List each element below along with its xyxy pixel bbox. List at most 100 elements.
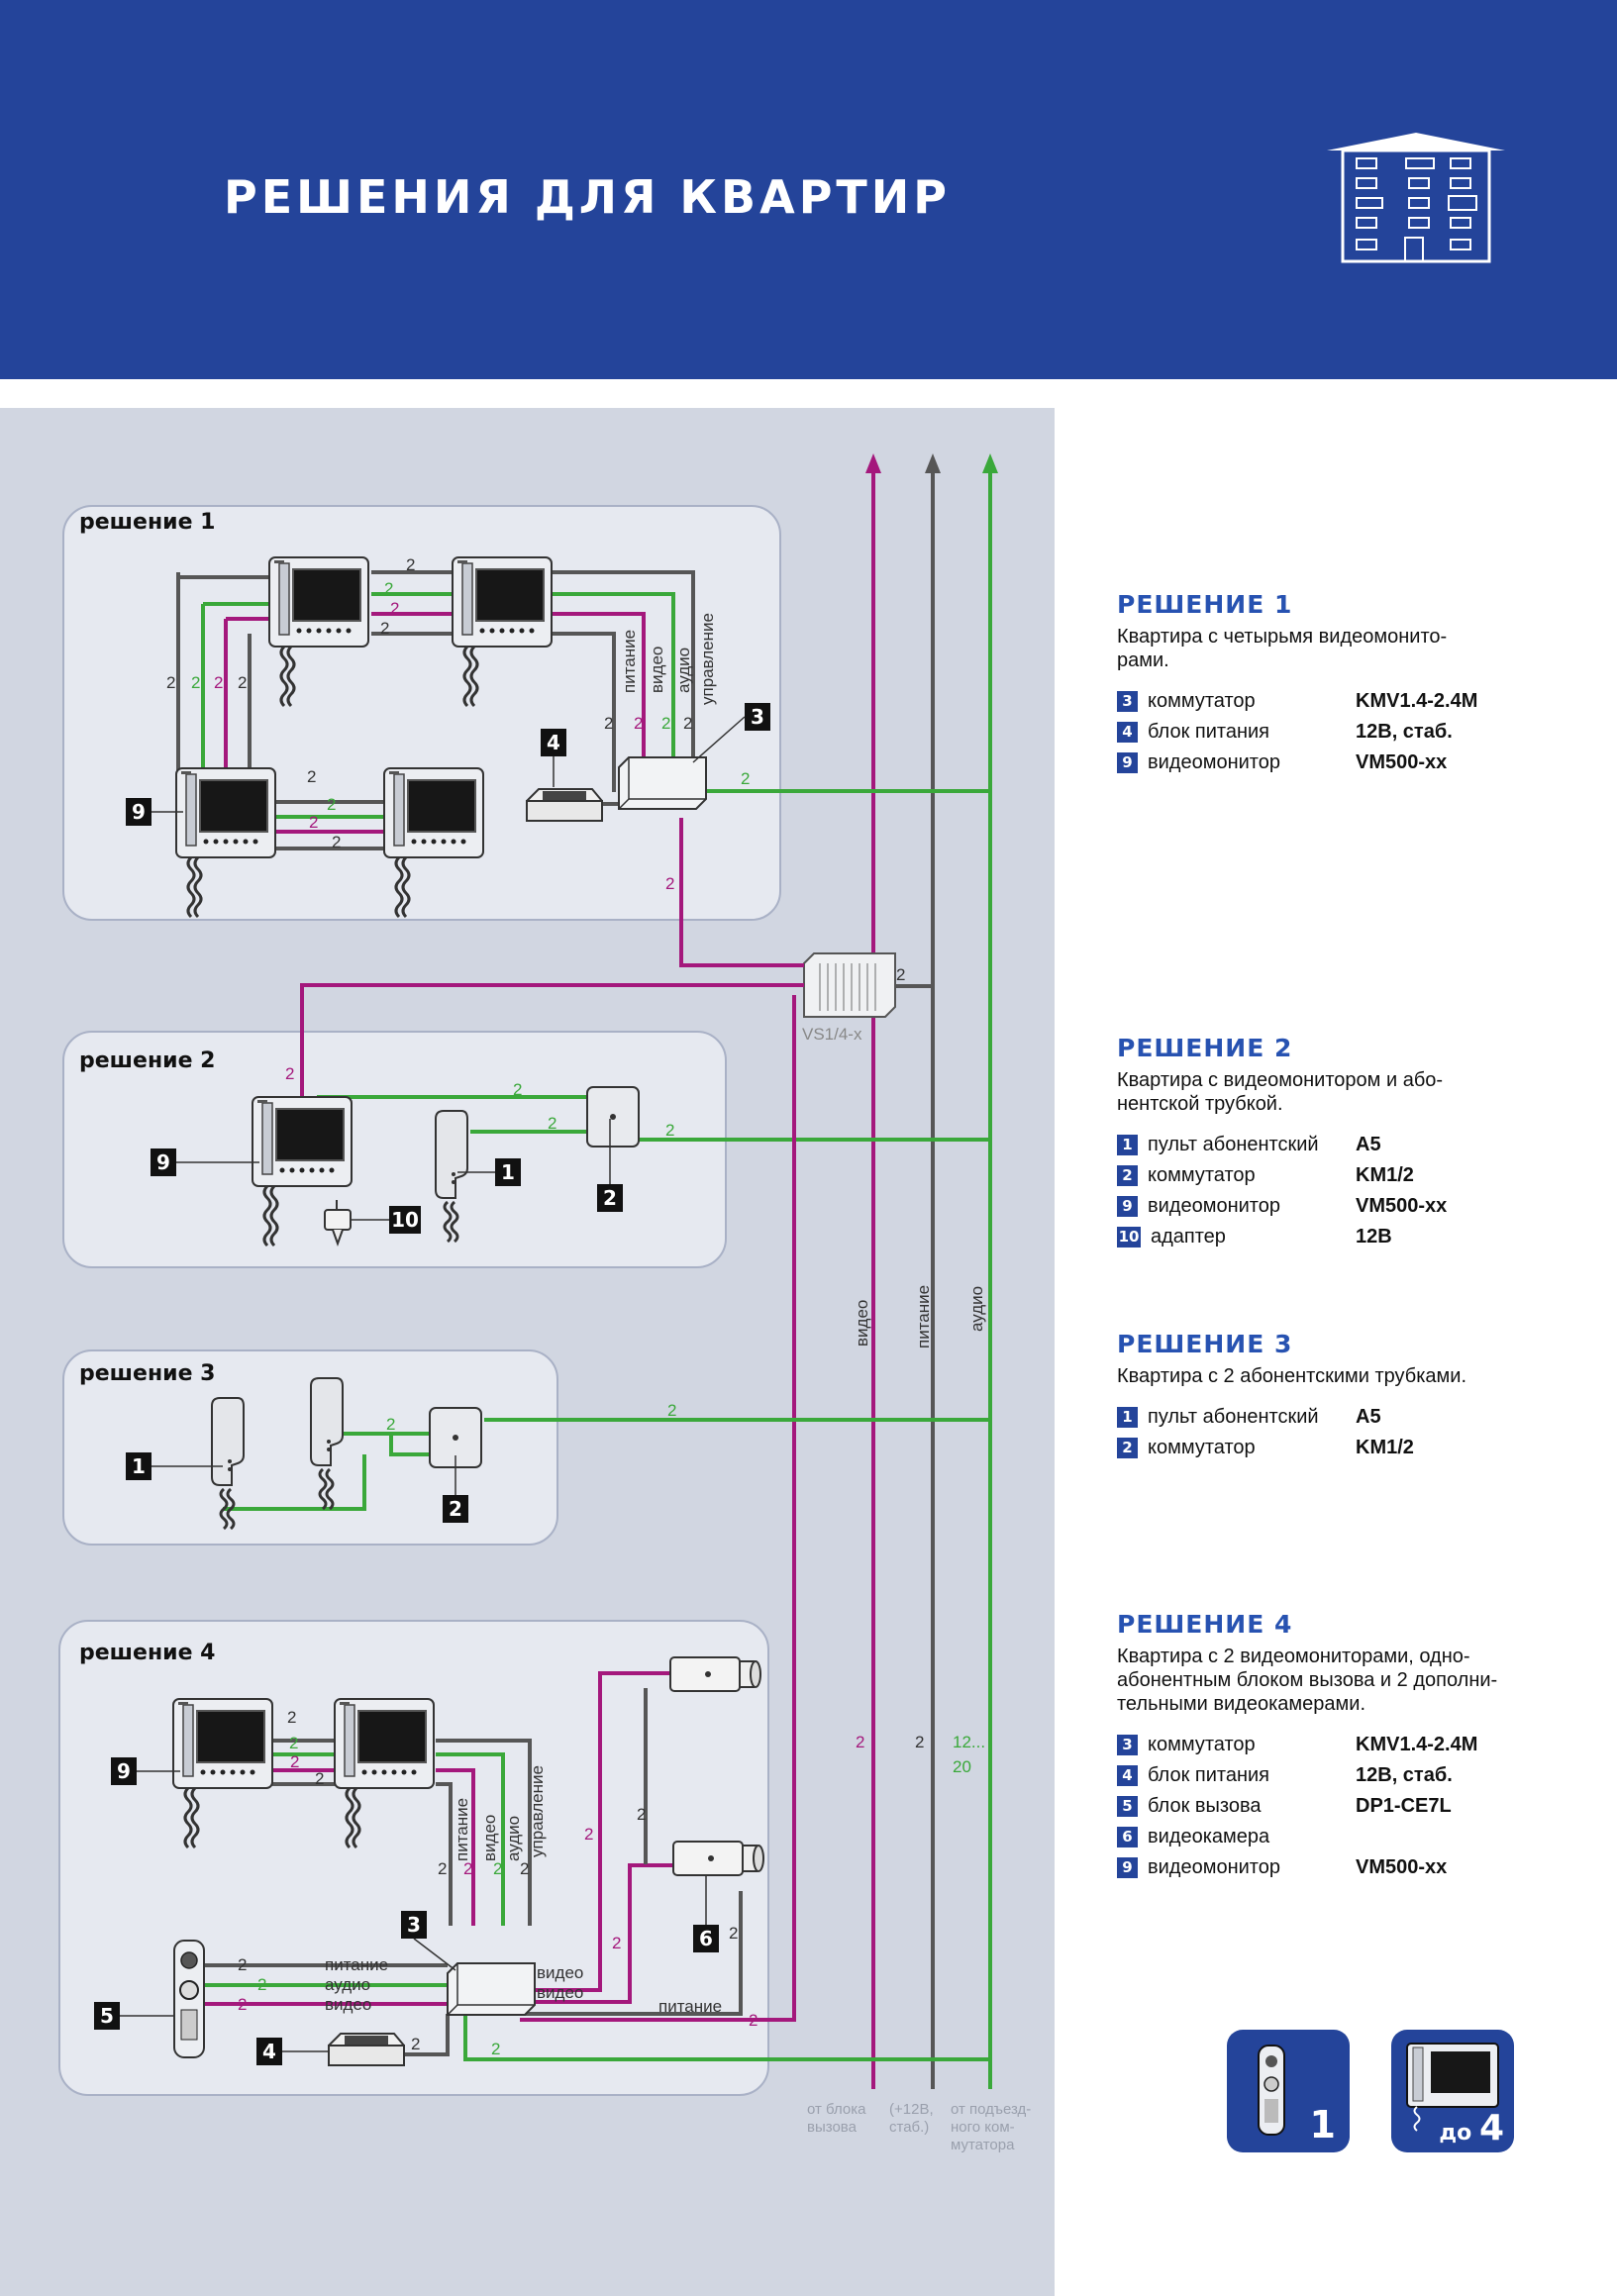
footer-power-2: стаб.) bbox=[889, 2119, 929, 2136]
monitor-count-card: до 4 bbox=[1391, 2030, 1514, 2152]
wire-count: 2 bbox=[238, 1995, 247, 2014]
wire-count: 2 bbox=[667, 1401, 676, 1420]
list-item: 9 видеомонитор VM500-xx bbox=[1117, 1191, 1563, 1222]
s4-bus-audio: аудио bbox=[504, 1816, 523, 1861]
wire-count: 2 bbox=[513, 1080, 522, 1099]
wire-count: 2 bbox=[612, 1934, 621, 1952]
cam-power-label: питание bbox=[658, 1997, 722, 2016]
tag-2-s3: 2 bbox=[443, 1495, 468, 1523]
wire-count: 2 bbox=[438, 1859, 447, 1878]
item-name: коммутатор bbox=[1148, 690, 1256, 712]
wire-count: 2 bbox=[332, 833, 341, 851]
wire-count: 2 bbox=[661, 714, 670, 733]
s1-bus-video: видео bbox=[648, 647, 666, 693]
item-number: 3 bbox=[1117, 691, 1138, 712]
cam-video-label-1: видео bbox=[537, 1963, 583, 1982]
wire-count: 2 bbox=[257, 1975, 266, 1994]
wire-count: 2 bbox=[287, 1708, 296, 1727]
wire-count: 2 bbox=[915, 1733, 924, 1751]
wire-count: 2 bbox=[604, 714, 613, 733]
wire-count: 2 bbox=[214, 673, 223, 692]
wire-count: 2 bbox=[520, 1859, 529, 1878]
item-name: коммутатор bbox=[1148, 1437, 1256, 1458]
item-number: 9 bbox=[1117, 1857, 1138, 1878]
solution-4-description: РЕШЕНИЕ 4 Квартира с 2 видеомониторами, … bbox=[1117, 1610, 1563, 1883]
wire-count: 2 bbox=[856, 1733, 864, 1751]
cam-video-label-2: видео bbox=[537, 1983, 583, 2002]
item-name: блок питания bbox=[1148, 721, 1269, 743]
item-name: пульт абонентский bbox=[1148, 1406, 1319, 1428]
wire-count: 2 bbox=[309, 813, 318, 832]
monitor-icon bbox=[1406, 2043, 1499, 2132]
wire-count: 2 bbox=[238, 673, 247, 692]
page-title: РЕШЕНИЯ ДЛЯ КВАРТИР bbox=[224, 170, 951, 224]
item-number: 3 bbox=[1117, 1735, 1138, 1755]
item-name: видеомонитор bbox=[1148, 1195, 1280, 1217]
wire-count: 2 bbox=[749, 2011, 758, 2030]
solution-4-desc-line2: абонентным блоком вызова и 2 дополни- bbox=[1117, 1669, 1498, 1691]
adapter-icon bbox=[324, 1209, 352, 1247]
wire-count: 2 bbox=[491, 2040, 500, 2058]
item-number: 1 bbox=[1117, 1407, 1138, 1428]
solution-1-description: РЕШЕНИЕ 1 Квартира с четырьмя видеомонит… bbox=[1117, 590, 1563, 778]
tag-10-s2: 10 bbox=[389, 1206, 421, 1234]
wire-count: 2 bbox=[191, 673, 200, 692]
footer-call-1: от блока bbox=[807, 2101, 866, 2118]
wire-count: 2 bbox=[380, 619, 389, 638]
solution-2-heading: РЕШЕНИЕ 2 bbox=[1117, 1034, 1293, 1062]
tag-1-s2: 1 bbox=[495, 1158, 521, 1186]
building-icon bbox=[1327, 133, 1505, 263]
wire-count: 2 bbox=[463, 1859, 472, 1878]
item-name: коммутатор bbox=[1148, 1734, 1256, 1755]
solution-3-description: РЕШЕНИЕ 3 Квартира с 2 абонентскими труб… bbox=[1117, 1330, 1563, 1463]
wire-count: 2 bbox=[683, 714, 692, 733]
tag-3-s1: 3 bbox=[745, 703, 770, 731]
item-number: 2 bbox=[1117, 1165, 1138, 1186]
audio-count-top: 12... bbox=[953, 1733, 985, 1751]
wire-count: 2 bbox=[411, 2035, 420, 2053]
footer-power-1: (+12В, bbox=[889, 2101, 934, 2118]
item-name: видеомонитор bbox=[1148, 1856, 1280, 1878]
item-model: 12В, стаб. bbox=[1356, 1764, 1453, 1786]
wire-count: 2 bbox=[285, 1064, 294, 1083]
item-number: 1 bbox=[1117, 1135, 1138, 1155]
item-model: VM500-xx bbox=[1356, 1195, 1448, 1217]
panel-2-title: решение 2 bbox=[79, 1048, 216, 1073]
call-panel-count-card: 1 bbox=[1227, 2030, 1350, 2152]
call-panel-icon bbox=[1258, 2045, 1285, 2136]
item-model: VM500-xx bbox=[1356, 1856, 1448, 1878]
monitor-count: до 4 bbox=[1439, 2108, 1504, 2148]
solution-1-desc-line2: рами. bbox=[1117, 649, 1169, 671]
item-name: коммутатор bbox=[1148, 1164, 1256, 1186]
panel-3-title: решение 3 bbox=[79, 1361, 216, 1386]
wire-count: 2 bbox=[548, 1114, 556, 1133]
wire-count: 2 bbox=[289, 1734, 298, 1752]
solution-2-desc-line1: Квартира с видеомонитором и або- bbox=[1117, 1069, 1444, 1091]
s1-bus-power: питание bbox=[620, 630, 639, 693]
item-number: 2 bbox=[1117, 1438, 1138, 1458]
wire-count: 2 bbox=[406, 555, 415, 574]
wire-count: 2 bbox=[315, 1769, 324, 1788]
tag-3-s4: 3 bbox=[401, 1911, 427, 1939]
item-number: 9 bbox=[1117, 1196, 1138, 1217]
item-name: блок вызова bbox=[1148, 1795, 1262, 1817]
s4-bus-control: управление bbox=[528, 1765, 547, 1857]
list-item: 9 видеомонитор VM500-xx bbox=[1117, 1852, 1563, 1883]
wire-count: 2 bbox=[896, 965, 905, 984]
tag-6-s4: 6 bbox=[693, 1925, 719, 1952]
tag-2-s2: 2 bbox=[597, 1184, 623, 1212]
riser-video-label: видео bbox=[853, 1300, 871, 1347]
call-panel-count: 1 bbox=[1309, 2103, 1336, 2146]
s1-bus-control: управление bbox=[698, 613, 717, 705]
page-header: РЕШЕНИЯ ДЛЯ КВАРТИР bbox=[0, 0, 1617, 379]
call-video-label: видео bbox=[325, 1995, 371, 2014]
tag-9-s2: 9 bbox=[151, 1148, 176, 1176]
